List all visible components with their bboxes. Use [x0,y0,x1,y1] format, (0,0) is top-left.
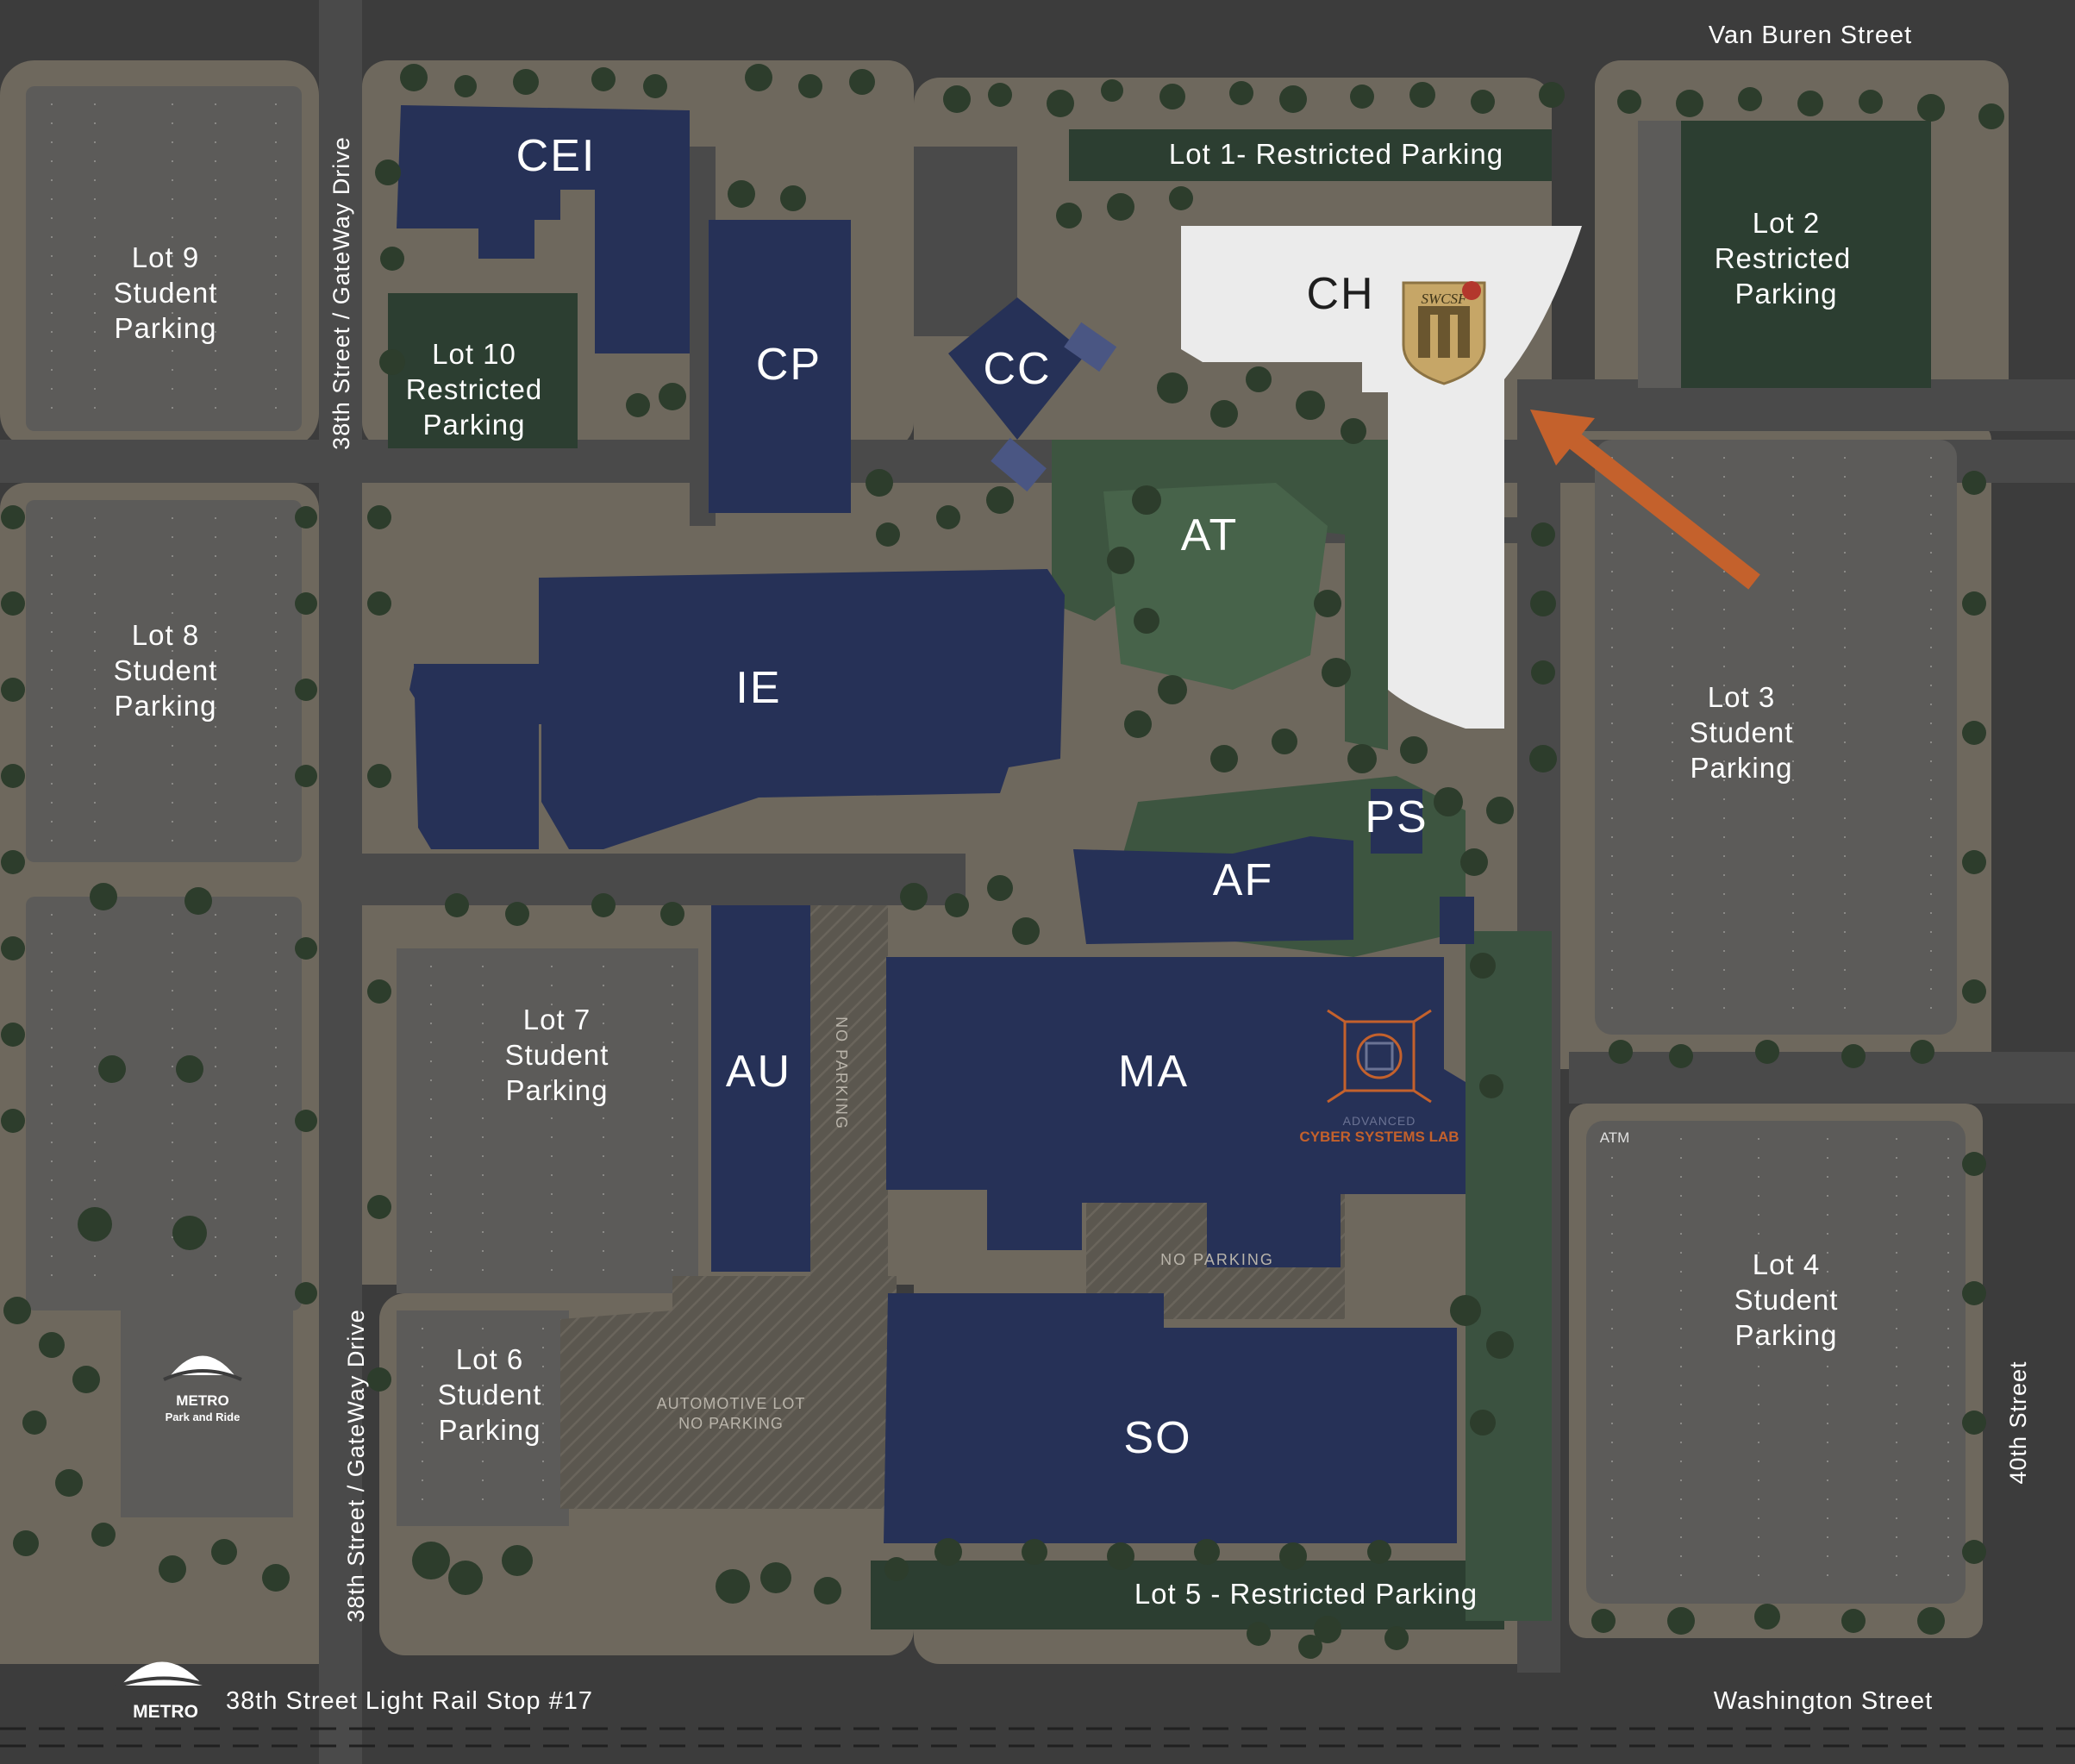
building-cei [397,105,690,353]
light-rail-stop-label: 38th Street Light Rail Stop #17 [226,1687,593,1715]
lot1-label: Lot 1- Restricted Parking [1169,138,1503,170]
svg-text:Lot 7: Lot 7 [523,1004,591,1035]
building-so [884,1293,1457,1543]
street-38th-upper: 38th Street / GateWay Drive [328,136,354,450]
street-40th: 40th Street [2005,1361,2031,1484]
svg-text:Student: Student [1734,1284,1839,1316]
building-au [711,905,810,1272]
building-cc [948,297,1086,440]
lot5-label: Lot 5 - Restricted Parking [1134,1578,1478,1610]
lot4-label: Lot 4 Student Parking [1734,1248,1839,1351]
building-ps [1371,789,1422,854]
svg-text:Parking: Parking [1735,1319,1838,1351]
svg-text:Parking: Parking [1735,278,1838,310]
lot6-label: Lot 6 Student Parking [438,1343,542,1446]
stall-lines [51,103,1949,1586]
metro-rail-logo-text: METRO [133,1702,198,1722]
svg-text:Lot 6: Lot 6 [456,1343,523,1375]
metro-park-ride-line1: METRO [176,1392,228,1409]
building-cp [709,220,851,513]
svg-text:Parking: Parking [115,312,217,344]
street-38th-lower: 38th Street / GateWay Drive [343,1309,369,1623]
cyber-lab-line2: CYBER SYSTEMS LAB [1299,1129,1459,1145]
cyber-lab-icon [1327,1009,1432,1104]
automotive-lot-line2: NO PARKING [678,1415,784,1432]
no-parking-horizontal: NO PARKING [1160,1251,1274,1268]
building-af [1073,836,1353,944]
building-label-au: AU [726,1047,791,1097]
svg-text:Student: Student [114,277,218,309]
swcsf-shield-icon: SWCSF [1402,281,1486,385]
no-parking-vertical: NO PARKING [833,1016,850,1130]
directional-arrow [1530,410,1760,590]
svg-text:Parking: Parking [506,1074,609,1106]
building-label-cp: CP [756,340,822,390]
restricted-lots [388,121,1931,1630]
buildings [397,105,1474,1543]
svg-text:Student: Student [438,1379,542,1411]
lot9-label: Lot 9 Student Parking [114,241,218,344]
metro-park-ride-line2: Park and Ride [166,1411,241,1423]
atm-label: ATM [1600,1129,1630,1146]
svg-text:Student: Student [1690,716,1794,748]
building-label-ch: CH [1306,269,1374,319]
svg-text:Lot 4: Lot 4 [1753,1248,1820,1280]
rail-line [0,1727,2075,1748]
automotive-lot-line1: AUTOMOTIVE LOT [657,1395,806,1412]
lot2-label: Lot 2 Restricted Parking [1715,207,1852,310]
svg-text:Restricted: Restricted [1715,242,1852,274]
lot10-label: Lot 10 Restricted Parking [406,338,543,441]
lot3-label: Lot 3 Student Parking [1690,681,1794,784]
building-label-at: AT [1181,510,1239,560]
building-label-ma: MA [1118,1047,1189,1097]
trees [1,64,2004,1659]
svg-text:Lot 3: Lot 3 [1708,681,1775,713]
building-label-cc: CC [983,344,1051,394]
svg-text:Restricted: Restricted [406,373,543,405]
metro-rail-icon [111,1661,216,1690]
building-ie [409,569,1065,849]
svg-text:Student: Student [505,1039,609,1071]
cyber-lab-line1: ADVANCED [1343,1114,1416,1128]
building-label-so: SO [1123,1413,1191,1463]
svg-text:Parking: Parking [1691,752,1793,784]
lot8-label: Lot 8 Student Parking [114,619,218,722]
building-label-af: AF [1213,855,1273,905]
street-washington: Washington Street [1714,1687,1934,1715]
svg-text:Lot 9: Lot 9 [132,241,199,273]
lot7-label: Lot 7 Student Parking [505,1004,609,1106]
svg-text:Lot 2: Lot 2 [1753,207,1820,239]
shield-text: SWCSF [1422,291,1468,307]
building-label-ps: PS [1365,792,1428,842]
no-parking-zones [560,905,1345,1509]
building-ma [886,957,1466,1267]
svg-text:Lot 8: Lot 8 [132,619,199,651]
building-label-cei: CEI [516,131,597,181]
building-label-ie: IE [735,663,781,713]
svg-text:Lot 10: Lot 10 [432,338,516,370]
svg-text:Student: Student [114,654,218,686]
street-van-buren: Van Buren Street [1709,22,1912,49]
metro-park-ride-icon [163,1355,242,1381]
svg-text:Parking: Parking [423,409,526,441]
svg-text:Parking: Parking [439,1414,541,1446]
svg-text:Parking: Parking [115,690,217,722]
